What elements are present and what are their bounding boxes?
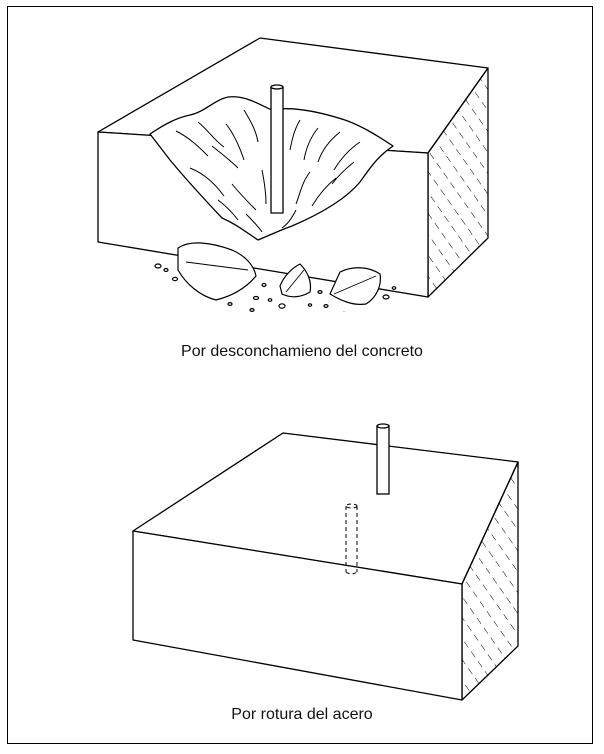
caption-steel-rupture: Por rotura del acero <box>231 706 373 723</box>
spall-cracks <box>175 109 361 233</box>
embedded-steel-bar <box>345 503 358 575</box>
spall-fragments <box>154 242 397 317</box>
steel-bar-2 <box>376 423 390 495</box>
caption-spalling: Por desconchamieno del concreto <box>181 343 423 360</box>
lower-block-final-render <box>132 432 519 701</box>
lower-block-front-face <box>132 530 463 701</box>
block-spalling <box>97 37 489 317</box>
